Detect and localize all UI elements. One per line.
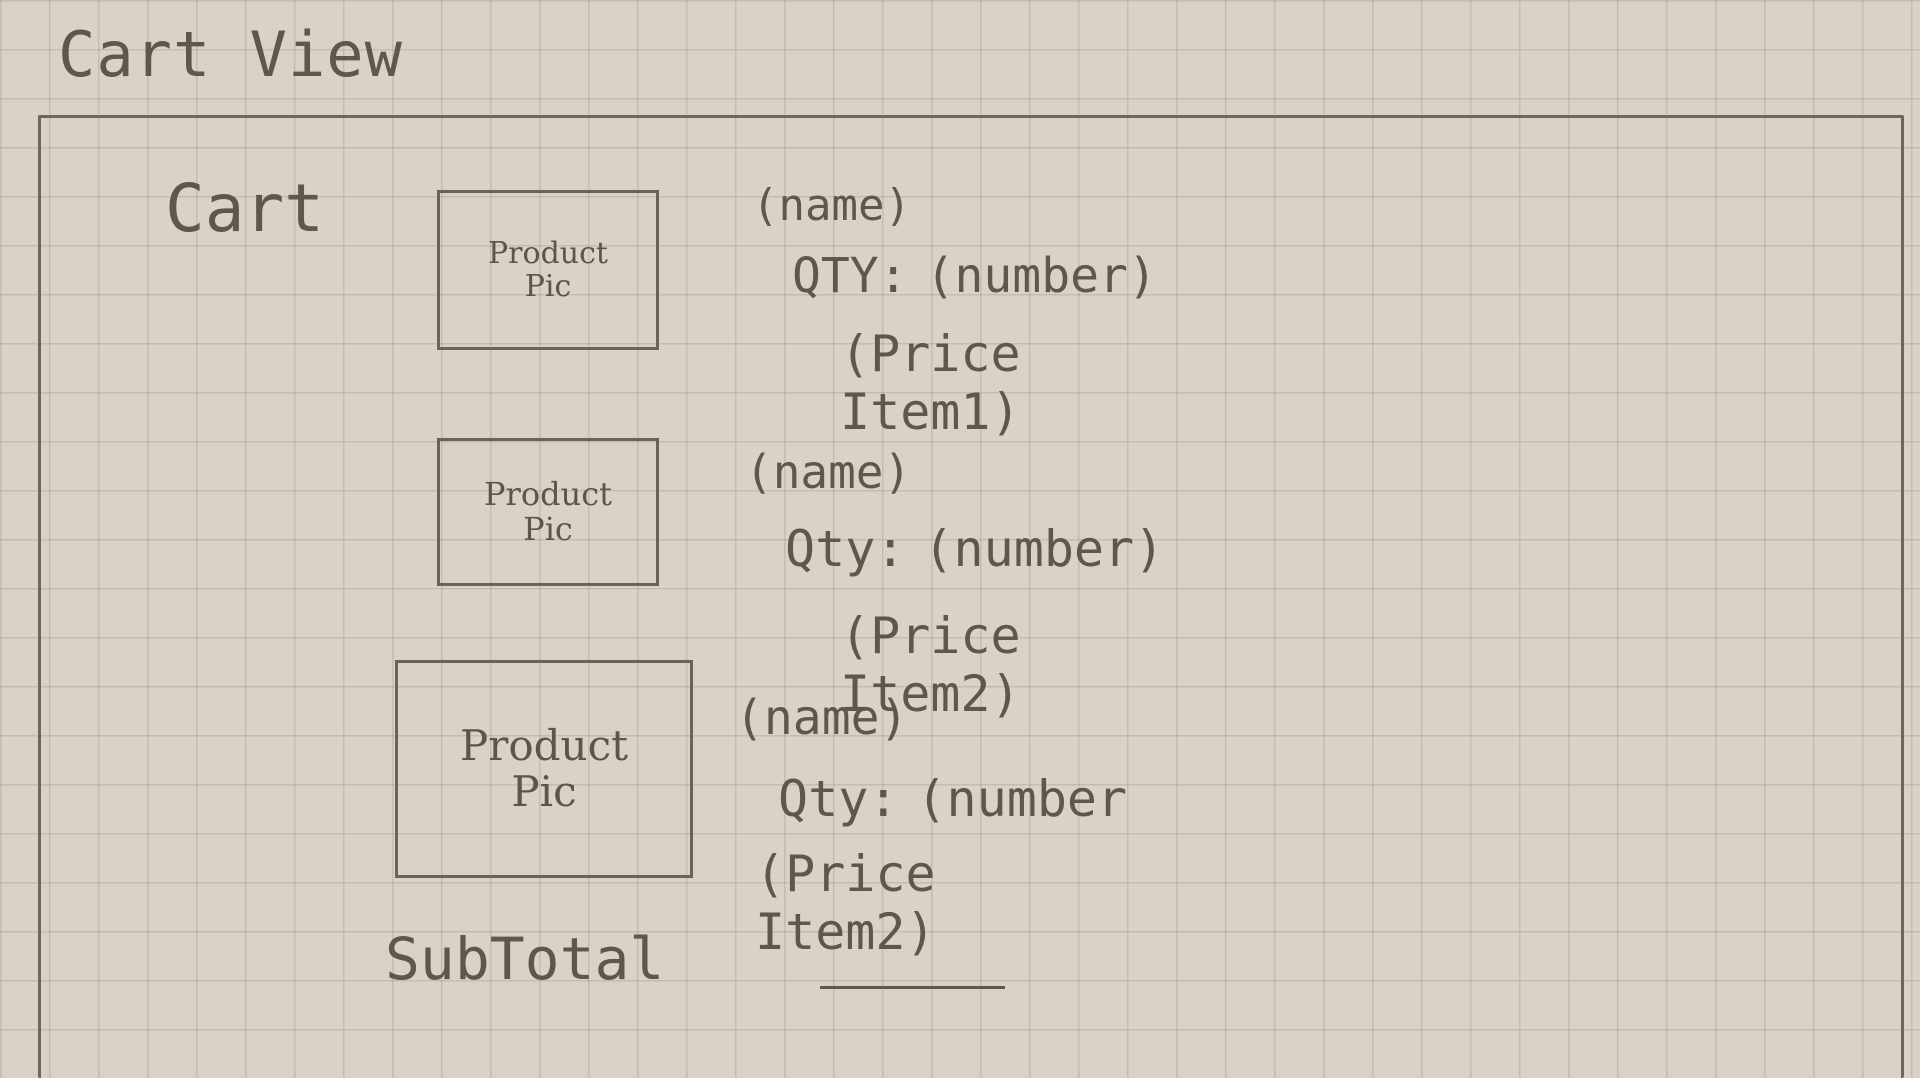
cart-view-panel: [38, 115, 1904, 1078]
item-name: (name): [752, 180, 911, 231]
item-name: (name): [745, 445, 912, 499]
item-quantity-value[interactable]: (number): [925, 248, 1157, 304]
item-quantity-value[interactable]: (number): [923, 520, 1165, 578]
product-pic-placeholder[interactable]: Product Pic: [395, 660, 693, 878]
item-quantity: QTY: (number): [792, 248, 1157, 304]
page-title: Cart View: [58, 18, 403, 91]
item-price: (Price Item2): [755, 845, 936, 961]
product-pic-placeholder[interactable]: Product Pic: [437, 190, 659, 350]
cart-heading: Cart: [165, 170, 324, 247]
product-pic-label: Pic: [524, 269, 572, 304]
item-quantity-label: Qty:: [778, 770, 899, 828]
item-name: (name): [735, 690, 909, 746]
subtotal-value-blank: [820, 986, 1005, 989]
product-pic-label: Product: [484, 474, 612, 513]
item-price: (Price Item2): [840, 607, 1021, 723]
product-pic-placeholder[interactable]: Product Pic: [437, 438, 659, 586]
item-quantity-label: Qty:: [785, 520, 906, 578]
item-quantity-value[interactable]: (number: [916, 770, 1128, 828]
product-pic-label: Product: [460, 720, 628, 770]
subtotal-label: SubTotal: [385, 925, 665, 993]
item-quantity-label: QTY:: [792, 248, 908, 304]
item-quantity: Qty: (number): [785, 520, 1164, 578]
item-quantity: Qty: (number: [778, 770, 1127, 828]
product-pic-label: Pic: [523, 510, 573, 548]
item-price: (Price Item1): [840, 325, 1021, 441]
product-pic-label: Product: [488, 236, 608, 271]
product-pic-label: Pic: [511, 767, 577, 816]
